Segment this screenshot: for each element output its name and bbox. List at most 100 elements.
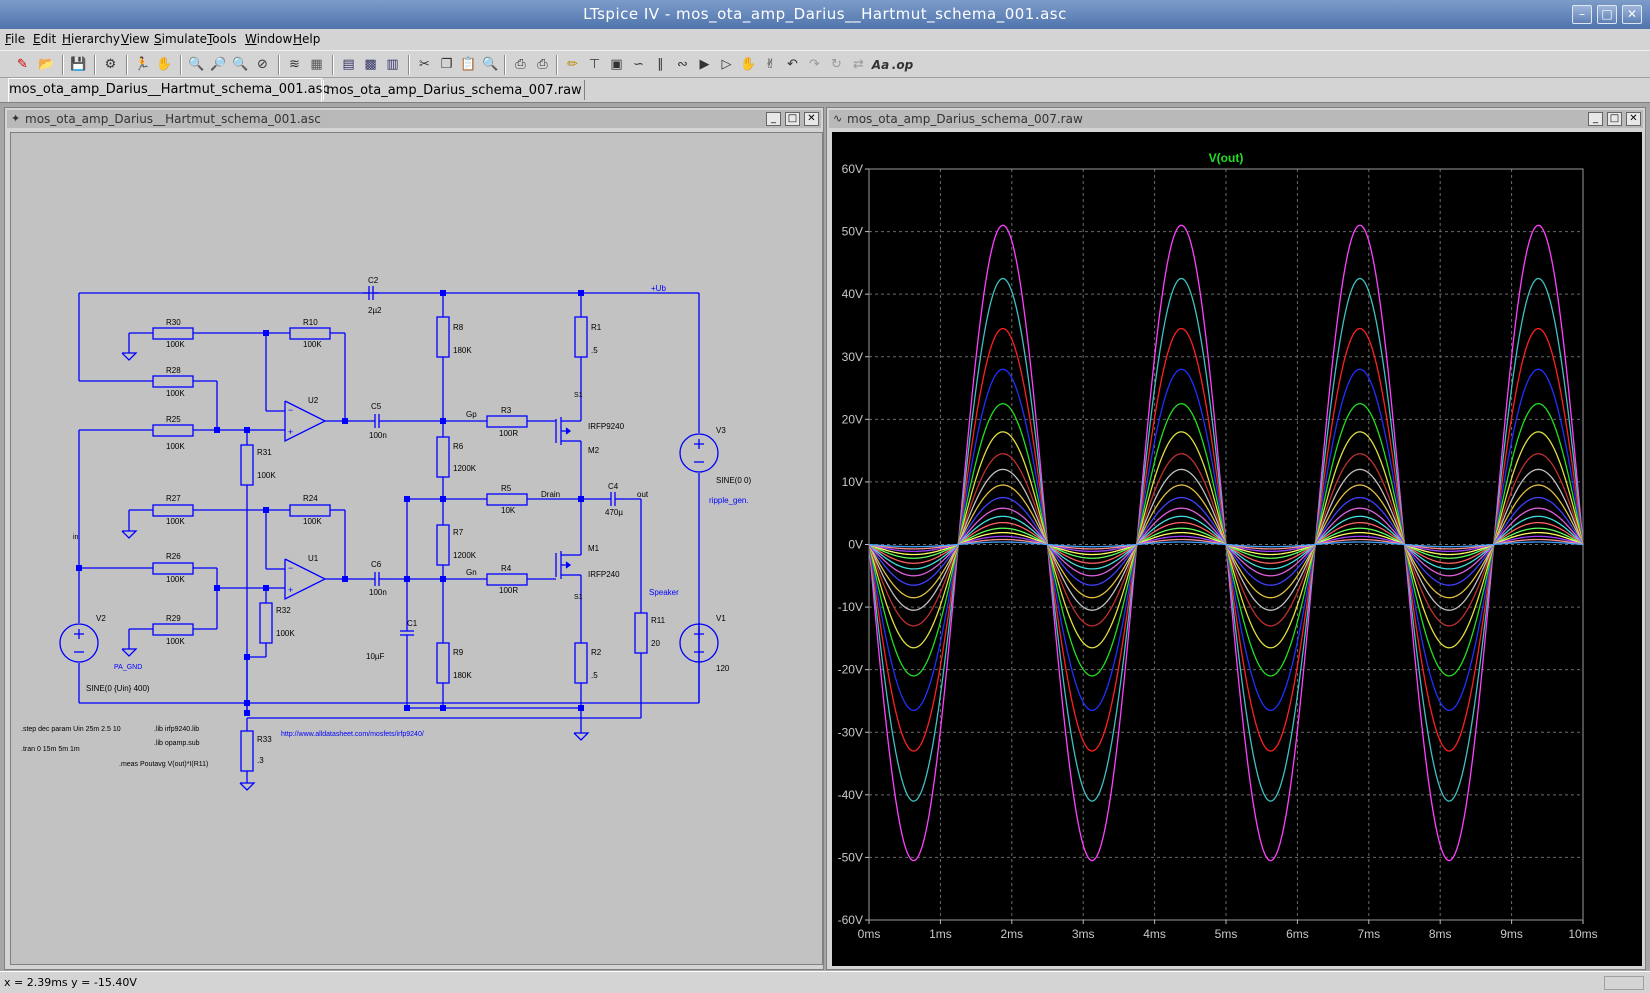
frame-close-button[interactable]: ✕ [804, 112, 819, 126]
resistor-r11[interactable] [634, 612, 648, 654]
open-icon[interactable]: 📂 [38, 57, 55, 72]
schematic-label: R25 [166, 415, 181, 424]
print-preview-icon[interactable]: ⎙ [515, 57, 526, 72]
resistor-r5[interactable] [486, 493, 528, 506]
frame-restore-button[interactable]: □ [1607, 112, 1622, 126]
tab-schematic[interactable]: mos_ota_amp_Darius__Hartmut_schema_001.a… [8, 78, 330, 102]
spice-directive-icon[interactable]: .op [891, 57, 914, 72]
menu-view[interactable]: View [121, 32, 150, 46]
schematic-label: 100K [166, 389, 185, 398]
resistor-r26[interactable] [152, 562, 194, 575]
resistor-r10[interactable] [289, 327, 331, 340]
copy-icon[interactable]: ❐ [440, 57, 453, 72]
plot-title-trace-label[interactable]: V(out) [1209, 151, 1244, 165]
plot-window-header[interactable]: ∿ mos_ota_amp_Darius_schema_007.raw _ □ … [829, 110, 1643, 128]
move-icon[interactable]: ✋ [740, 57, 757, 72]
schematic-window-header[interactable]: ✦ mos_ota_amp_Darius__Hartmut_schema_001… [7, 110, 821, 128]
redo-icon[interactable]: ↷ [809, 57, 820, 72]
resistor-r29[interactable] [152, 623, 194, 636]
capacitor-icon[interactable]: ∥ [657, 57, 664, 72]
resistor-r28[interactable] [152, 375, 194, 388]
resistor-r8[interactable] [436, 316, 450, 358]
save-icon[interactable]: 💾 [70, 57, 87, 72]
voltage-source-v3[interactable] [679, 433, 719, 473]
resistor-r32[interactable] [259, 602, 273, 644]
voltage-source-v2[interactable] [59, 623, 99, 663]
rotate-icon[interactable]: ↻ [831, 57, 842, 72]
minimize-button[interactable]: – [1572, 5, 1592, 24]
resistor-r33[interactable] [240, 730, 254, 772]
x-tick-label: 0ms [858, 927, 881, 941]
resize-grip[interactable] [1604, 976, 1644, 990]
label-net-icon[interactable]: ▣ [610, 57, 623, 72]
undo-icon[interactable]: ↶ [787, 57, 798, 72]
resistor-r2[interactable] [574, 642, 588, 684]
paste-icon[interactable]: 📋 [460, 57, 477, 72]
resistor-r27[interactable] [152, 504, 194, 517]
menu-file[interactable]: File [5, 32, 26, 46]
new-schematic-icon[interactable]: ✎ [17, 57, 28, 72]
autorange-icon[interactable]: ≋ [289, 57, 300, 72]
print-icon[interactable]: ⎙ [537, 57, 548, 72]
resistor-r7[interactable] [436, 524, 450, 566]
text-icon[interactable]: Aa [871, 57, 890, 72]
cascade-icon[interactable]: ▩ [364, 57, 377, 72]
menu-hierarchy[interactable]: Hierarchy [62, 32, 121, 46]
find-icon[interactable]: 🔍 [482, 57, 499, 72]
tile-vertical-icon[interactable]: ▥ [386, 57, 399, 72]
menu-simulate[interactable]: Simulate [154, 32, 208, 46]
close-button[interactable]: ✕ [1622, 5, 1642, 24]
resistor-icon[interactable]: ∽ [633, 57, 644, 72]
resistor-r31[interactable] [240, 444, 254, 486]
title-bar: LTspice IV - mos_ota_amp_Darius__Hartmut… [0, 0, 1650, 29]
schematic-label: R10 [303, 318, 318, 327]
cut-icon[interactable]: ✂ [419, 57, 430, 72]
halt-icon[interactable]: ✋ [156, 57, 173, 72]
zoom-out-icon[interactable]: 🔍 [232, 57, 249, 72]
mirror-icon[interactable]: ⇄ [853, 57, 864, 72]
frame-minimize-button[interactable]: _ [766, 112, 781, 126]
zoom-area-icon[interactable]: 🔎 [210, 57, 227, 72]
menu-window[interactable]: Window [245, 32, 293, 46]
frame-minimize-button[interactable]: _ [1588, 112, 1603, 126]
frame-close-button[interactable]: ✕ [1626, 112, 1641, 126]
diode-icon[interactable]: ▶ [699, 57, 710, 72]
frame-restore-button[interactable]: □ [785, 112, 800, 126]
inductor-icon[interactable]: ∾ [677, 57, 688, 72]
menu-tools[interactable]: Tools [207, 32, 237, 46]
component-icon[interactable]: ▷ [721, 57, 732, 72]
schematic-label: S1 [574, 392, 583, 399]
resistor-r4[interactable] [486, 573, 528, 586]
x-tick-label: 4ms [1143, 927, 1166, 941]
resistor-r1[interactable] [574, 316, 588, 358]
schematic-label: C1 [407, 619, 418, 628]
control-panel-icon[interactable]: ⚙ [104, 57, 117, 72]
y-tick-label: -50V [838, 850, 863, 864]
run-icon[interactable]: 🏃 [134, 57, 151, 72]
waveform-chart: 60V50V40V30V20V10V0V-10V-20V-30V-40V-50V… [838, 151, 1598, 941]
resistor-r30[interactable] [152, 327, 194, 340]
resistor-r6[interactable] [436, 436, 450, 478]
resistor-r9[interactable] [436, 642, 450, 684]
tab-raw[interactable]: mos_ota_amp_Darius_schema_007.raw [323, 80, 585, 100]
zoom-in-icon[interactable]: 🔍 [188, 57, 205, 72]
zoom-cancel-icon[interactable]: ⊘ [257, 57, 268, 72]
ground-icon[interactable]: ⊤ [588, 57, 601, 72]
drag-icon[interactable]: ✌ [765, 57, 776, 72]
y-tick-label: -10V [838, 600, 863, 614]
resistor-r25[interactable] [152, 424, 194, 437]
grid-icon[interactable]: ▦ [310, 57, 323, 72]
maximize-button[interactable]: □ [1597, 5, 1617, 24]
schematic-label: +Ub [651, 284, 666, 293]
opamp-minus: − [288, 563, 293, 573]
wire-icon[interactable]: ✏ [567, 57, 578, 72]
menu-edit[interactable]: Edit [33, 32, 57, 46]
resistor-r24[interactable] [289, 504, 331, 517]
resistor-r3[interactable] [486, 415, 528, 428]
tile-horizontal-icon[interactable]: ▤ [342, 57, 355, 72]
toolbar-separator [278, 55, 280, 75]
menu-help[interactable]: Help [293, 32, 321, 46]
schematic-label: 180K [453, 671, 472, 680]
